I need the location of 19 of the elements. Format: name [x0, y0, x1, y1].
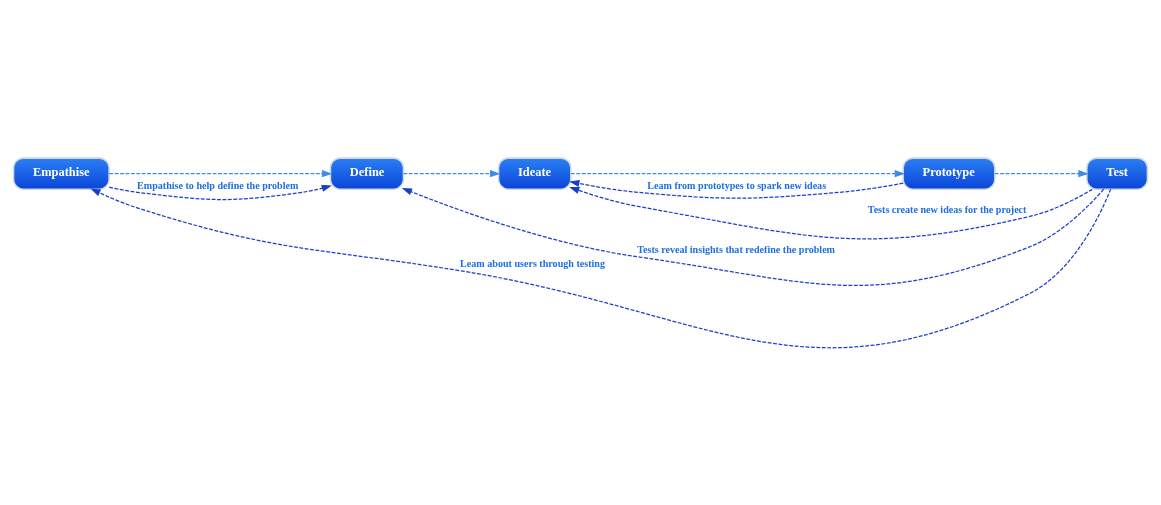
arrow: [402, 169, 501, 177]
edge-label: Empathise to help define the problem: [137, 179, 299, 191]
arrow: [108, 169, 333, 177]
edge-label: Leam about users through testing: [460, 257, 605, 269]
edge-label: Tests create new ideas for the project: [867, 203, 1027, 215]
node-box: Empathise: [12, 156, 110, 190]
edge-label: Tests reveal insights that redefine the problem: [637, 243, 836, 255]
arrow: [570, 169, 905, 177]
arrow: [108, 184, 332, 200]
node-box: Define: [329, 156, 405, 190]
arrow: [569, 186, 1093, 239]
arrow: [569, 179, 904, 199]
node-box: Test: [1086, 156, 1149, 190]
node-box: Prototype: [902, 156, 996, 190]
arrow: [994, 169, 1089, 177]
arrow: [401, 187, 1105, 286]
node-box: Ideate: [497, 156, 572, 190]
arrow: [90, 187, 1112, 348]
edge-label: Leam from prototypes to spark new ideas: [647, 179, 827, 191]
